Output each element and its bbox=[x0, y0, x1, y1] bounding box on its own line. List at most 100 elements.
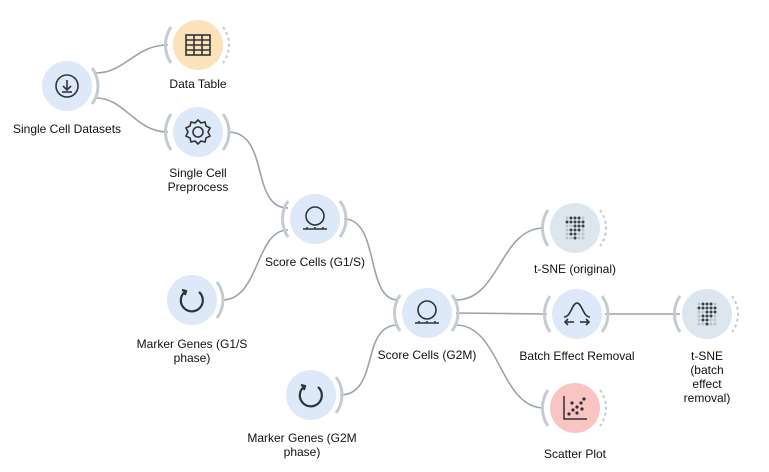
tsne-dot bbox=[713, 310, 717, 314]
circle-score-icon bbox=[415, 300, 439, 324]
tsne-dot bbox=[577, 236, 581, 240]
tsne-dot bbox=[713, 314, 717, 318]
link-g2m-to-batch-effect[interactable] bbox=[455, 312, 548, 315]
label-tsne-batch-effect-removal: t-SNE (batch effect removal) bbox=[683, 349, 731, 405]
tsne-dot bbox=[573, 232, 577, 236]
tsne-dot bbox=[581, 228, 585, 232]
label-single-cell-datasets: Single Cell Datasets bbox=[12, 122, 122, 136]
node-data-table[interactable] bbox=[164, 20, 230, 70]
workflow-links bbox=[95, 44, 680, 409]
tsne-dot bbox=[569, 216, 573, 220]
table-icon bbox=[185, 34, 211, 56]
tsne-dot bbox=[569, 224, 573, 228]
tsne-dot bbox=[701, 306, 705, 310]
tsne-dot bbox=[705, 306, 709, 310]
node-tsne-batch-effect-removal[interactable] bbox=[673, 289, 739, 339]
link-datasets-to-datatable[interactable] bbox=[95, 44, 169, 74]
tsne-dot bbox=[713, 318, 717, 322]
tsne-dot bbox=[709, 306, 713, 310]
tsne-dot bbox=[565, 220, 569, 224]
tsne-dot bbox=[701, 314, 705, 318]
tsne-dot bbox=[709, 322, 713, 326]
tsne-dot bbox=[581, 236, 585, 240]
tsne-dot bbox=[573, 228, 577, 232]
label-marker-genes-g2m: Marker Genes (G2M phase) bbox=[247, 431, 357, 459]
tsne-dot bbox=[713, 322, 717, 326]
tsne-dot bbox=[573, 236, 577, 240]
tsne-dot bbox=[565, 216, 569, 220]
tsne-dot bbox=[573, 216, 577, 220]
tsne-dot bbox=[705, 322, 709, 326]
tsne-dot bbox=[701, 302, 705, 306]
tsne-dot bbox=[569, 236, 573, 240]
scatter-icon bbox=[563, 396, 587, 420]
link-markergenes-g1s-to-scorecells-g1s[interactable] bbox=[221, 229, 289, 301]
tsne-dot bbox=[569, 220, 573, 224]
tsne-dot bbox=[577, 220, 581, 224]
tsne-dot bbox=[701, 318, 705, 322]
tsne-dot bbox=[565, 224, 569, 228]
tsne-dots-icon bbox=[565, 216, 585, 240]
tsne-dot bbox=[697, 306, 701, 310]
tsne-dot bbox=[573, 224, 577, 228]
tsne-dot bbox=[713, 306, 717, 310]
tsne-dot bbox=[565, 232, 569, 236]
tsne-dot bbox=[705, 310, 709, 314]
label-single-cell-preprocess: Single Cell Preprocess bbox=[167, 166, 229, 194]
label-score-cells-g2m: Score Cells (G2M) bbox=[377, 348, 477, 362]
label-score-cells-g1s: Score Cells (G1/S) bbox=[264, 255, 366, 269]
download-icon bbox=[55, 74, 79, 98]
tsne-dot bbox=[709, 302, 713, 306]
node-scatter-plot[interactable] bbox=[541, 383, 607, 433]
tsne-dot bbox=[697, 302, 701, 306]
label-data-table: Data Table bbox=[169, 77, 227, 91]
label-tsne-original: t-SNE (original) bbox=[533, 262, 617, 276]
tsne-dot bbox=[577, 224, 581, 228]
gear-icon bbox=[184, 118, 212, 146]
tsne-dot bbox=[709, 318, 713, 322]
tsne-dot bbox=[705, 318, 709, 322]
node-batch-effect-removal[interactable] bbox=[543, 289, 610, 339]
link-datasets-to-preprocess[interactable] bbox=[95, 97, 169, 133]
node-score-cells-g2m[interactable] bbox=[393, 288, 460, 338]
tsne-dot bbox=[709, 310, 713, 314]
tsne-dot bbox=[569, 228, 573, 232]
tsne-dot bbox=[705, 314, 709, 318]
link-g2m-to-scatterplot[interactable] bbox=[455, 324, 545, 409]
link-scorecells-g1s-to-scorecells-g2m[interactable] bbox=[343, 218, 399, 301]
tsne-dot bbox=[581, 232, 585, 236]
node-single-cell-preprocess[interactable] bbox=[164, 107, 231, 157]
tsne-dot bbox=[581, 224, 585, 228]
tsne-dot bbox=[697, 314, 701, 318]
link-markergenes-g2m-to-scorecells-g2m[interactable] bbox=[339, 324, 399, 396]
tsne-dot bbox=[573, 220, 577, 224]
link-preprocess-to-scorecells-g1s[interactable] bbox=[227, 131, 289, 209]
node-marker-genes-g1s[interactable] bbox=[167, 275, 225, 325]
tsne-dot bbox=[577, 216, 581, 220]
label-scatter-plot: Scatter Plot bbox=[543, 447, 607, 461]
tsne-dot bbox=[705, 302, 709, 306]
label-marker-genes-g1s: Marker Genes (G1/S phase) bbox=[136, 337, 248, 365]
tsne-dot bbox=[581, 220, 585, 224]
label-batch-effect-removal: Batch Effect Removal bbox=[519, 349, 635, 363]
tsne-dot bbox=[569, 232, 573, 236]
tsne-dot bbox=[577, 228, 581, 232]
tsne-dot bbox=[701, 310, 705, 314]
tsne-dot bbox=[701, 322, 705, 326]
tsne-dot bbox=[697, 318, 701, 322]
node-score-cells-g1s[interactable] bbox=[281, 194, 348, 244]
tsne-dot bbox=[697, 322, 701, 326]
tsne-dot bbox=[697, 310, 701, 314]
bell-curve-icon bbox=[563, 302, 591, 326]
node-single-cell-datasets[interactable] bbox=[42, 61, 100, 111]
tsne-dots-icon bbox=[697, 302, 717, 326]
node-marker-genes-g2m[interactable] bbox=[286, 370, 344, 420]
circle-score-icon bbox=[303, 206, 327, 230]
circular-arrow-icon bbox=[179, 288, 204, 313]
tsne-dot bbox=[709, 314, 713, 318]
circular-arrow-icon bbox=[298, 383, 323, 408]
node-tsne-original[interactable] bbox=[541, 203, 607, 253]
tsne-dot bbox=[565, 236, 569, 240]
link-g2m-to-tsne-original[interactable] bbox=[455, 227, 545, 301]
